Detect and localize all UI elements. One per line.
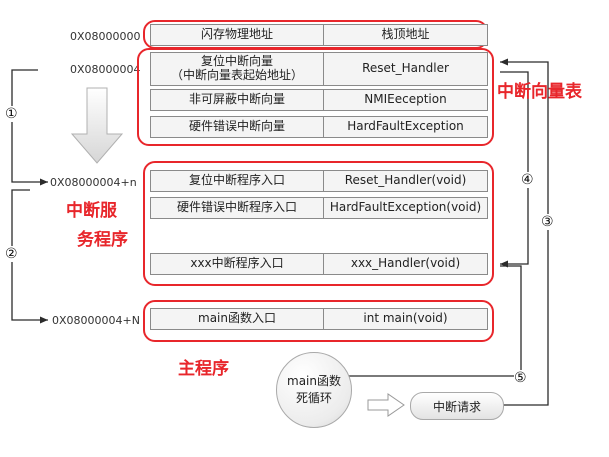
- arrow-step-4: [500, 71, 529, 268]
- address-flash-base: 0X08000000: [70, 30, 141, 43]
- isr-row-xxx: xxx中断程序入口 xxx_Handler(void): [150, 253, 488, 275]
- reset-vector-cell: 复位中断向量 （中断向量表起始地址）: [150, 52, 324, 86]
- reset-vector-sublabel: （中断向量表起始地址）: [170, 68, 303, 82]
- flash-base-row: 闪存物理地址 栈顶地址: [150, 24, 488, 46]
- vector-table-label: 中断向量表: [497, 82, 582, 102]
- address-vector-start: 0X08000004: [70, 63, 141, 76]
- step-2-marker: ②: [5, 246, 18, 262]
- xxx-isr-entry-cell: xxx中断程序入口: [150, 253, 324, 275]
- hardfault-isr-function-cell: HardFaultException(void): [324, 197, 488, 219]
- stack-top-address-cell: 栈顶地址: [324, 24, 488, 46]
- main-loop-node: main函数 死循环: [276, 352, 352, 428]
- main-group: [143, 300, 494, 342]
- main-loop-line2: 死循环: [295, 391, 332, 405]
- isr-label-line1: 中断服: [66, 201, 117, 221]
- address-main-start: 0X08000004+N: [52, 314, 140, 327]
- vector-row-nmi: 非可屏蔽中断向量 NMIEeception: [150, 89, 488, 111]
- hollow-right-arrow: [367, 393, 405, 417]
- main-function-cell: int main(void): [324, 308, 488, 330]
- hardfault-handler-cell: HardFaultException: [324, 116, 488, 138]
- step-5-marker: ⑤: [514, 370, 527, 386]
- vector-table-group: [137, 48, 494, 146]
- reset-isr-function-cell: Reset_Handler(void): [324, 170, 488, 192]
- isr-label-line2: 务程序: [77, 230, 128, 250]
- arrow-step-3: [500, 58, 549, 406]
- step-4-marker: ④: [521, 172, 534, 188]
- reset-isr-entry-cell: 复位中断程序入口: [150, 170, 324, 192]
- isr-group: [143, 161, 494, 286]
- vector-row-reset: 复位中断向量 （中断向量表起始地址） Reset_Handler: [150, 52, 488, 86]
- main-row: main函数入口 int main(void): [150, 308, 488, 330]
- address-isr-start: 0X08000004+n: [50, 176, 137, 189]
- step-1-marker: ①: [5, 106, 18, 122]
- isr-row-reset: 复位中断程序入口 Reset_Handler(void): [150, 170, 488, 192]
- xxx-isr-function-cell: xxx_Handler(void): [324, 253, 488, 275]
- hardfault-isr-entry-cell: 硬件错误中断程序入口: [150, 197, 324, 219]
- vector-row-hardfault: 硬件错误中断向量 HardFaultException: [150, 116, 488, 138]
- big-down-arrow: [70, 87, 124, 164]
- step-3-marker: ③: [541, 214, 554, 230]
- main-entry-cell: main函数入口: [150, 308, 324, 330]
- isr-row-hardfault: 硬件错误中断程序入口 HardFaultException(void): [150, 197, 488, 219]
- nmi-handler-cell: NMIEeception: [324, 89, 488, 111]
- flash-physical-address-cell: 闪存物理地址: [150, 24, 324, 46]
- reset-vector-label: 复位中断向量: [200, 54, 273, 69]
- hardfault-vector-cell: 硬件错误中断向量: [150, 116, 324, 138]
- nmi-vector-cell: 非可屏蔽中断向量: [150, 89, 324, 111]
- arrow-step-1: [11, 69, 48, 186]
- interrupt-request-node: 中断请求: [410, 392, 504, 420]
- main-loop-line1: main函数: [287, 374, 341, 389]
- reset-handler-cell: Reset_Handler: [324, 52, 488, 86]
- main-program-label: 主程序: [178, 359, 229, 379]
